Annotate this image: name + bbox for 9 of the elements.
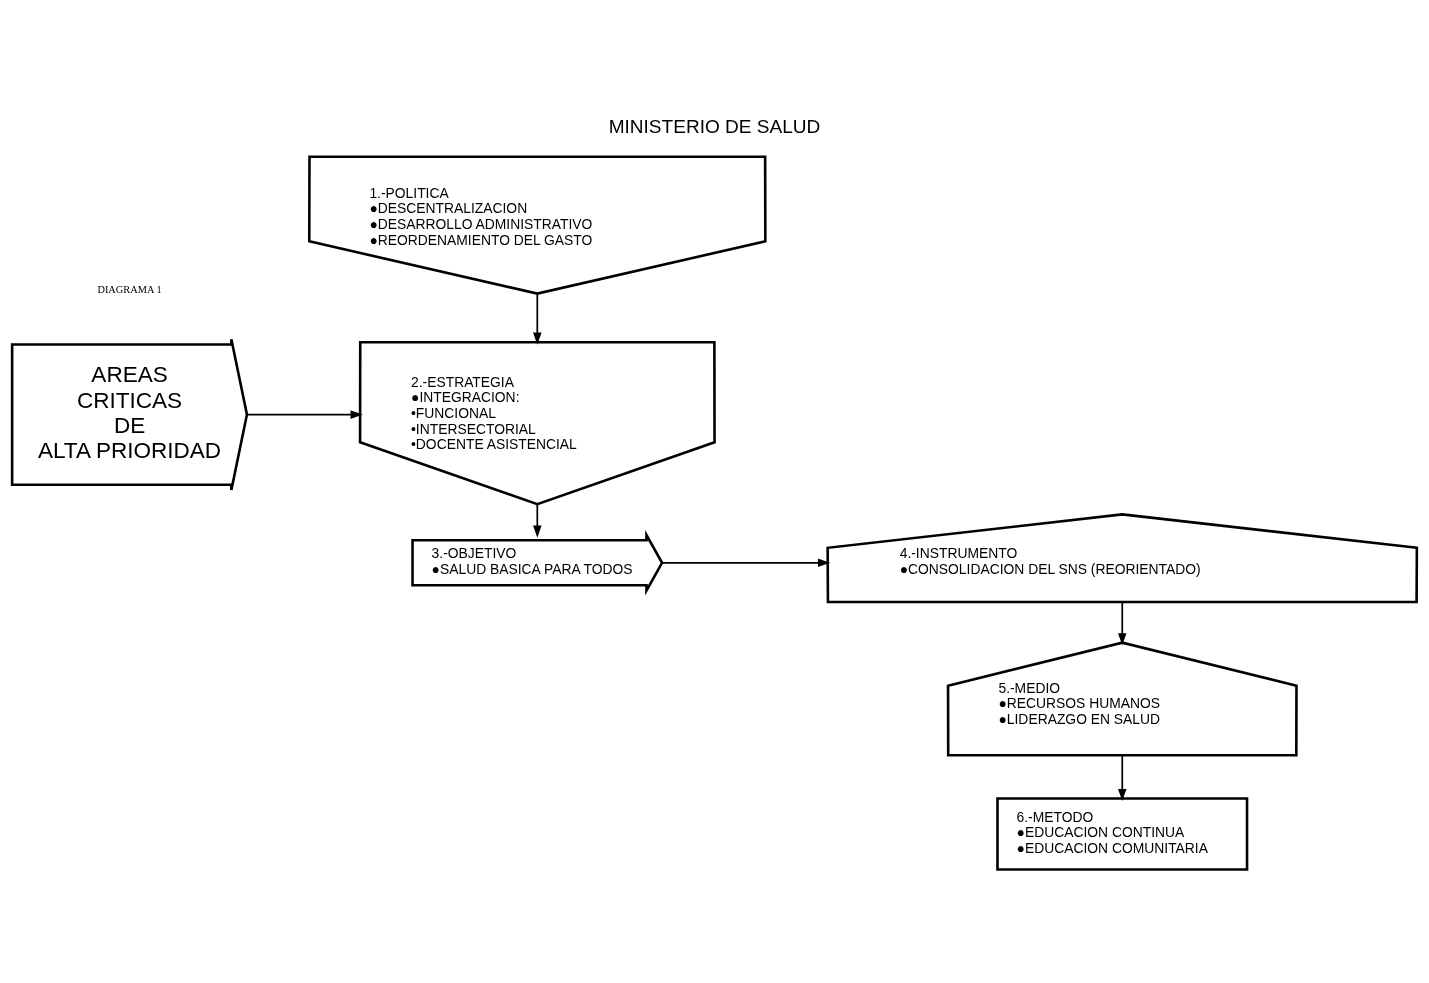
arrow (1118, 600, 1127, 645)
node-box: 6.-METODO ●EDUCACION CONTINUA ●EDUCACION COMUNITARIA (996, 796, 1249, 871)
arrow (246, 409, 363, 419)
arrow (1118, 753, 1127, 801)
arrow (661, 558, 831, 567)
diagram-title: MINISTERIO DE SALUD (608, 115, 821, 137)
label: DIAGRAMA 1 (97, 283, 162, 295)
arrow (533, 502, 542, 538)
arrow (533, 292, 542, 345)
